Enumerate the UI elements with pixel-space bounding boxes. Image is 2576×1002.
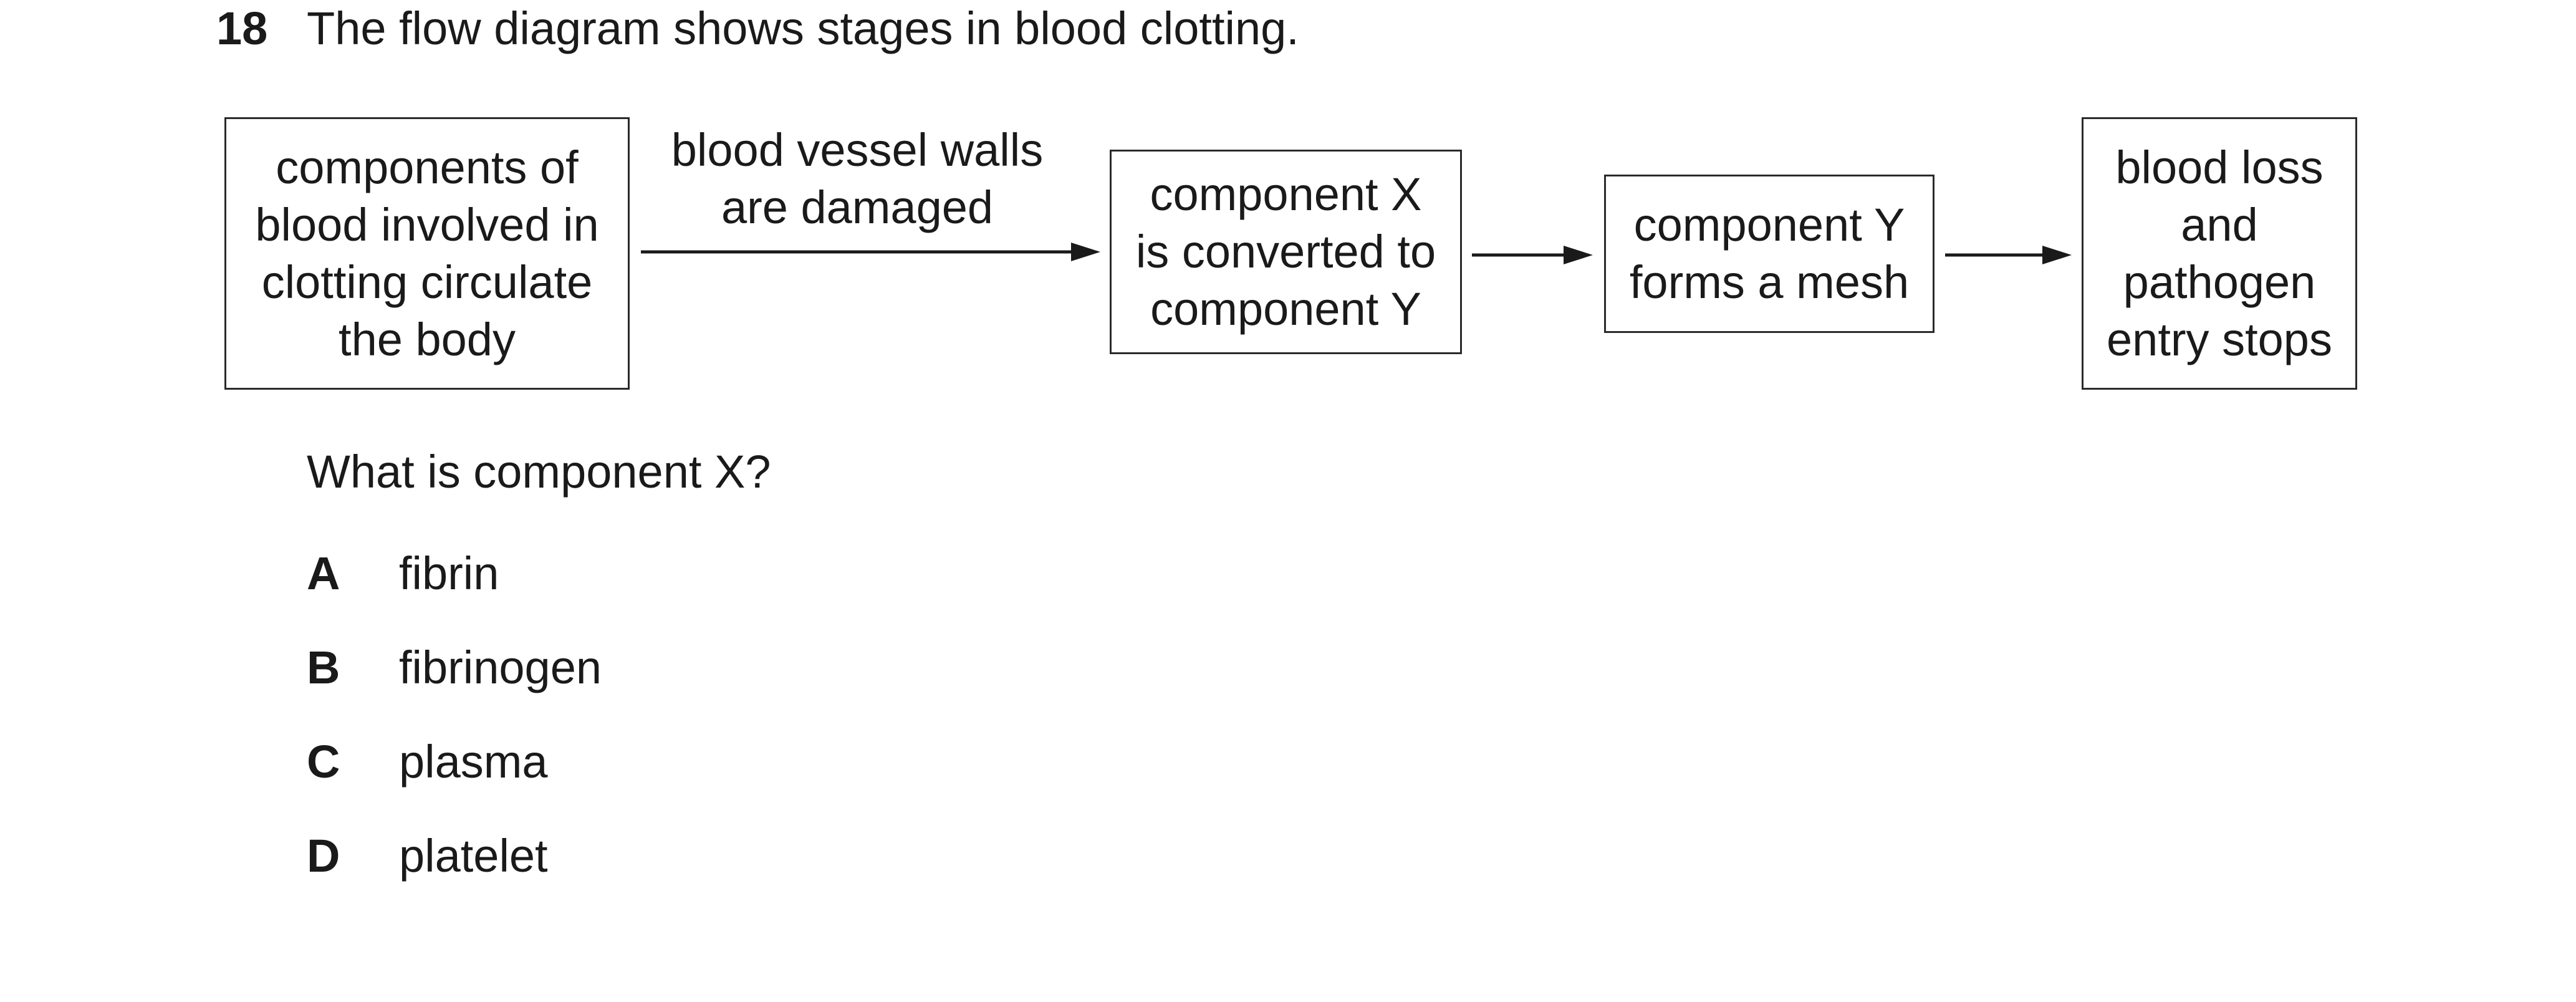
flow-box-outcome: blood loss and pathogen entry stops — [2082, 117, 2357, 390]
box-line: blood involved in — [255, 198, 599, 251]
arrow-1 — [641, 243, 1100, 261]
arrow-label-damage: blood vessel walls are damaged — [639, 122, 1075, 236]
box-line: and — [2181, 198, 2258, 251]
option-text: plasma — [399, 736, 548, 788]
option-text: fibrin — [399, 547, 499, 599]
flow-box-blood-components: components of blood involved in clotting… — [224, 117, 630, 390]
flow-arrows — [641, 243, 2072, 264]
option-text: fibrinogen — [399, 642, 602, 693]
box-line: the body — [339, 313, 516, 365]
option-letter: D — [307, 830, 340, 882]
question-number: 18 — [216, 2, 268, 54]
box-line: entry stops — [2107, 313, 2332, 365]
arrow-3 — [1945, 246, 2072, 264]
question-stem: The flow diagram shows stages in blood c… — [307, 2, 1299, 54]
box-line: forms a mesh — [1629, 256, 1910, 308]
box-line: component X — [1150, 168, 1422, 220]
option-letter: C — [307, 736, 340, 788]
box-line: blood loss — [2115, 141, 2324, 193]
question-prompt: What is component X? — [307, 446, 771, 498]
box-line: is converted to — [1135, 226, 1436, 277]
box-line: pathogen — [2123, 256, 2316, 308]
arrow-2 — [1472, 246, 1593, 264]
box-line: components of — [276, 141, 579, 193]
arrow-label-line: are damaged — [721, 181, 994, 233]
flow-box-component-x: component X is converted to component Y — [1110, 150, 1462, 354]
option-text: platelet — [399, 830, 548, 882]
option-letter: A — [307, 547, 340, 599]
box-line: component Y — [1633, 199, 1905, 251]
box-line: clotting circulate — [261, 256, 593, 308]
option-letter: B — [307, 642, 340, 693]
box-line: component Y — [1150, 283, 1421, 335]
flow-box-component-y: component Y forms a mesh — [1604, 175, 1934, 333]
arrow-label-line: blood vessel walls — [671, 124, 1044, 176]
